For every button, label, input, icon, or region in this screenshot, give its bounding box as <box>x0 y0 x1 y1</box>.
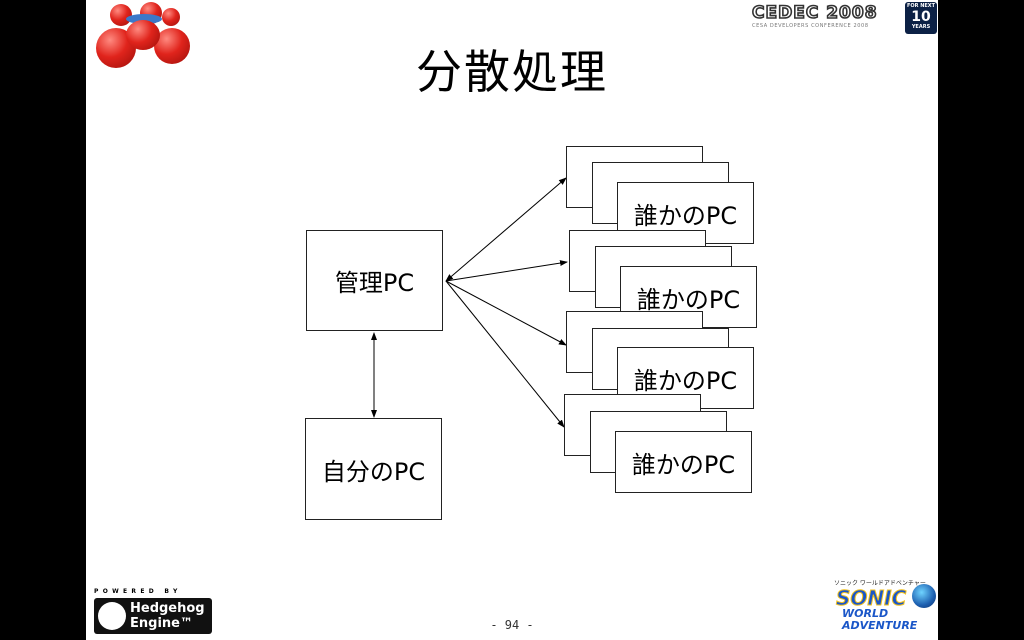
manager-pc-box: 管理PC <box>306 230 443 331</box>
worker-pc-label: 誰かのPC <box>633 201 738 230</box>
engine-line-1: Hedgehog <box>130 601 205 616</box>
globe-icon <box>912 584 936 608</box>
manager-pc-label: 管理PC <box>334 269 415 297</box>
hedgehog-engine-logo: POWERED BY Hedgehog Engine™ <box>94 588 214 636</box>
engine-line-2: Engine™ <box>130 616 193 631</box>
arrow-to-worker-2 <box>445 260 568 282</box>
arrow-to-worker-3 <box>445 280 567 346</box>
ten-years-bottom: YEARS <box>911 24 931 30</box>
hedgehog-icon <box>98 602 126 630</box>
cedec-logo-word: CEDEC 2008 <box>751 3 878 23</box>
my-pc-box: 自分のPC <box>305 418 442 520</box>
hedgehog-engine-plate: Hedgehog Engine™ <box>94 598 212 634</box>
worker-pc-box: 誰かのPC <box>615 431 752 493</box>
slide-canvas <box>86 0 938 640</box>
powered-by-text: POWERED BY <box>94 588 182 595</box>
sonic-jp-title: ソニック ワールドアドベンチャー <box>834 580 926 587</box>
cedec-logo: CEDEC 2008 CESA DEVELOPERS CONFERENCE 20… <box>751 3 900 32</box>
ten-years-top: FOR NEXT <box>906 3 936 9</box>
sonic-word: SONIC <box>835 586 907 611</box>
ten-years-badge: FOR NEXT 10 YEARS <box>905 2 937 34</box>
cedec-logo-subtitle: CESA DEVELOPERS CONFERENCE 2008 <box>752 23 869 29</box>
worker-pc-label: 誰かのPC <box>631 450 736 479</box>
sonic-world-adventure-logo: ソニック ワールドアドベンチャー SONIC WORLD ADVENTURE <box>834 578 938 638</box>
worker-pc-label: 誰かのPC <box>636 285 741 314</box>
arrow-to-worker-4 <box>445 280 565 428</box>
ten-years-number: 10 <box>911 9 931 25</box>
my-pc-label: 自分のPC <box>321 457 426 486</box>
red-balls-logo <box>96 0 192 74</box>
slide-title: 分散処理 <box>416 45 608 99</box>
sonic-sub-2: ADVENTURE <box>842 619 918 632</box>
sonic-sub-1: WORLD <box>842 607 889 620</box>
worker-pc-label: 誰かのPC <box>633 366 738 395</box>
page-number: - 94 - <box>490 618 534 632</box>
arrow-to-worker-1 <box>445 177 567 282</box>
